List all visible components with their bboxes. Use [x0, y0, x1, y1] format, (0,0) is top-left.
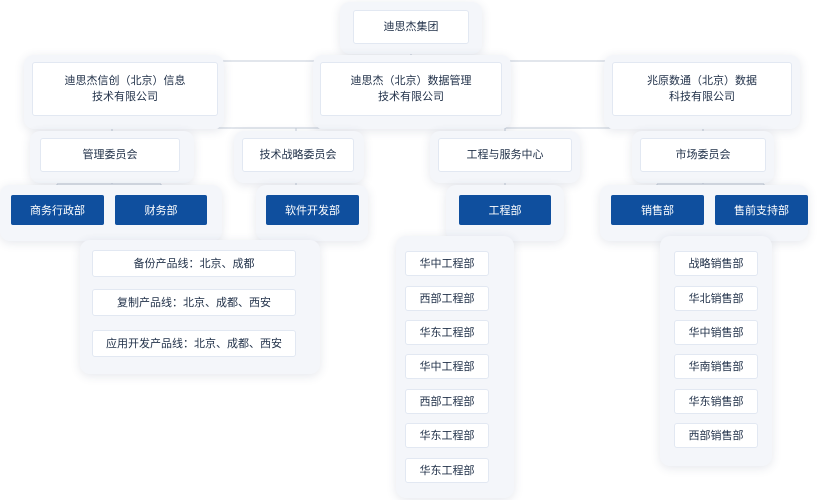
- dept-engineering: 工程部: [459, 195, 551, 225]
- company-1: 迪思杰信创（北京）信息 技术有限公司: [32, 62, 218, 116]
- eng-unit: 华中工程部: [405, 251, 489, 276]
- org-root: 迪思杰集团: [353, 10, 469, 44]
- committee-market: 市场委员会: [640, 138, 766, 172]
- company-2: 迪思杰（北京）数据管理 技术有限公司: [320, 62, 502, 116]
- eng-unit: 华东工程部: [405, 423, 489, 448]
- sales-unit: 华北销售部: [674, 286, 758, 311]
- product-line-replication: 复制产品线：北京、成都、西安: [92, 289, 296, 316]
- eng-unit: 西部工程部: [405, 389, 489, 414]
- dept-finance: 财务部: [115, 195, 207, 225]
- dept-business-admin: 商务行政部: [11, 195, 104, 225]
- sales-unit: 华南销售部: [674, 354, 758, 379]
- eng-unit: 西部工程部: [405, 286, 489, 311]
- dept-presales-support: 售前支持部: [715, 195, 808, 225]
- eng-unit: 华中工程部: [405, 354, 489, 379]
- sales-unit: 战略销售部: [674, 251, 758, 276]
- sales-unit: 华东销售部: [674, 389, 758, 414]
- eng-unit: 华东工程部: [405, 320, 489, 345]
- sales-unit: 华中销售部: [674, 320, 758, 345]
- eng-unit: 华东工程部: [405, 458, 489, 483]
- sales-unit: 西部销售部: [674, 423, 758, 448]
- dept-software-dev: 软件开发部: [266, 195, 359, 225]
- committee-management: 管理委员会: [40, 138, 180, 172]
- committee-engineering-service: 工程与服务中心: [438, 138, 572, 172]
- company-3: 兆原数通（北京）数据 科技有限公司: [612, 62, 792, 116]
- product-line-app-dev: 应用开发产品线：北京、成都、西安: [92, 330, 296, 357]
- committee-tech-strategy: 技术战略委员会: [242, 138, 354, 172]
- product-line-backup: 备份产品线：北京、成都: [92, 250, 296, 277]
- dept-sales: 销售部: [611, 195, 704, 225]
